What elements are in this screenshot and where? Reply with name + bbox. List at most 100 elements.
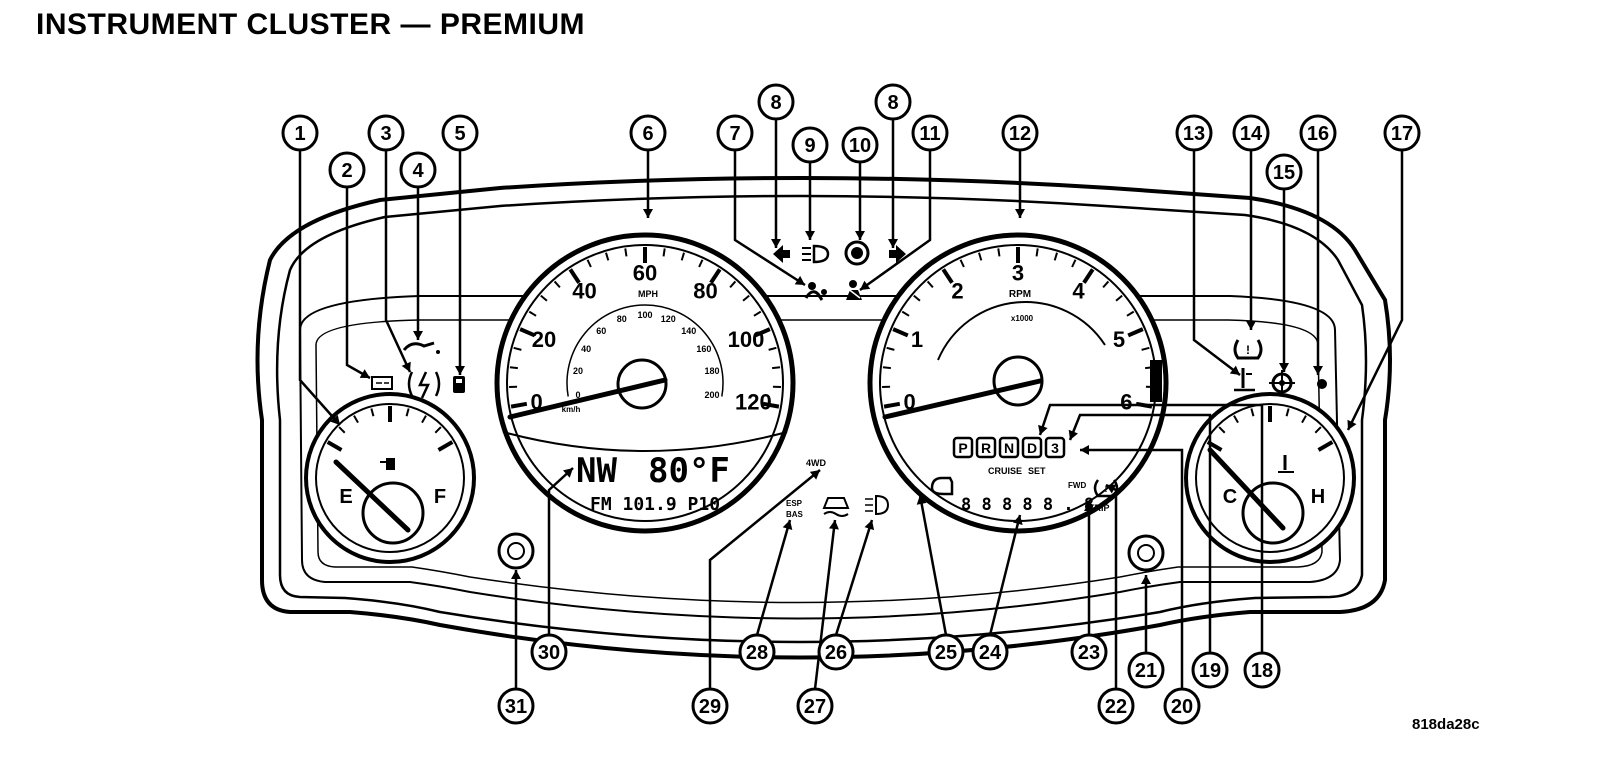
callout-2: 2: [328, 151, 366, 189]
speedometer-tick: [754, 327, 771, 338]
trip-indicator: TRIP: [1089, 503, 1110, 513]
callout-arrowhead: [1279, 363, 1289, 372]
callout-leaders: [298, 119, 1404, 690]
callout-arrowhead: [864, 520, 875, 531]
speedometer-label: 100: [728, 327, 765, 352]
speedometer-inner-label: 80: [617, 314, 627, 324]
callout-number: 29: [699, 696, 721, 718]
callout-number: 13: [1183, 123, 1205, 145]
tachometer-tick: [997, 248, 1001, 257]
callout-leader: [1038, 403, 1264, 653]
callout-number: 14: [1240, 123, 1263, 145]
speedometer-inner-label: 200: [704, 390, 719, 400]
callout-17: 17: [1383, 114, 1421, 152]
fuel-gauge-tick: [434, 426, 442, 434]
speedometer-tick: [624, 248, 628, 257]
callout-leader: [859, 150, 932, 292]
callout-26: 26: [817, 633, 855, 671]
callout-number: 26: [825, 642, 847, 664]
callout-31: 31: [497, 687, 535, 725]
callout-arrowhead: [1141, 575, 1151, 584]
callout-leader: [298, 150, 341, 426]
speedometer-tick: [553, 280, 561, 289]
brake-system-icon: [844, 240, 870, 266]
tachometer-tick: [959, 259, 965, 268]
callout-arrowhead: [794, 275, 805, 285]
callout-28: 28: [738, 633, 776, 671]
callout-3: 3: [367, 114, 405, 152]
callout-arrowhead: [1313, 366, 1323, 375]
callout-16: 16: [1299, 114, 1337, 152]
callout-arrowhead: [805, 231, 815, 240]
temp-gauge-tick: [1233, 415, 1239, 424]
callout-number: 18: [1251, 660, 1273, 682]
callout-number: 15: [1273, 162, 1295, 184]
callout-leader: [988, 514, 1022, 636]
tachometer-tick: [1126, 310, 1135, 317]
callout-30: 30: [530, 633, 568, 671]
callout-29: 29: [691, 687, 729, 725]
callout-number: 3: [380, 123, 391, 145]
tachometer-label: 5: [1113, 327, 1125, 352]
fuel-gauge-tick: [405, 408, 410, 417]
speedometer-label: 120: [735, 390, 772, 415]
fuel-gauge-tick: [421, 415, 427, 424]
bas-indicator: BAS: [786, 510, 804, 519]
speedometer-inner-label: 160: [696, 344, 711, 354]
speedometer-tick: [680, 252, 685, 261]
callout-number: 24: [979, 642, 1002, 664]
speedometer-tick: [568, 268, 581, 284]
callout-arrowhead: [888, 239, 898, 248]
fuel-gauge-tick: [338, 426, 346, 434]
speedometer-unit: MPH: [638, 289, 658, 299]
speedometer-tick: [772, 366, 781, 370]
callout-7: 7: [716, 114, 754, 152]
speedometer-tick: [698, 259, 704, 268]
callout-arrowhead: [1080, 445, 1089, 455]
tachometer-tick: [913, 294, 921, 302]
fog-lamp-icon: [865, 494, 890, 516]
callout-number: 9: [804, 135, 815, 157]
callout-arrowhead: [860, 280, 871, 290]
callout-arrowhead: [1038, 424, 1048, 435]
callout-4: 4: [399, 151, 437, 189]
callout-number: 5: [454, 123, 465, 145]
tachometer-tick: [941, 268, 954, 284]
gear-box: [1021, 436, 1043, 459]
callout-14: 14: [1232, 114, 1270, 152]
gear-letter: D: [1027, 440, 1037, 456]
fuel-gauge-tick: [353, 415, 359, 424]
callout-arrowhead: [330, 414, 340, 425]
tire-pressure-icon: !: [1233, 339, 1263, 360]
callout-number: 21: [1135, 660, 1157, 682]
fuel-full-label: F: [434, 486, 446, 508]
brake-warning-icon: [407, 371, 441, 399]
speedometer-tick: [513, 346, 522, 351]
fwd-indicator: FWD: [1068, 481, 1086, 490]
callout-arrowhead: [359, 369, 370, 378]
callout-leader: [1105, 483, 1118, 689]
callout-arrowhead: [401, 361, 411, 372]
tachometer-tick: [1115, 294, 1123, 302]
check-engine-icon: [930, 476, 954, 496]
cruise-indicator: CRUISE: [988, 466, 1022, 476]
speedometer-inner-label: 100: [637, 310, 652, 320]
speedometer-tick: [709, 268, 722, 284]
callout-9: 9: [791, 126, 829, 164]
callout-number: 12: [1009, 123, 1031, 145]
tachometer-tick: [892, 327, 909, 338]
fuel-gauge-tick: [437, 440, 454, 452]
fuel-gauge-tick: [370, 408, 375, 417]
tachometer-tick: [1141, 346, 1150, 351]
callout-8: 8: [874, 83, 912, 121]
callout-leader: [1080, 448, 1184, 689]
svg-text:!: !: [1246, 343, 1250, 357]
speedometer-tick: [729, 280, 737, 289]
4wd-indicator: 4WD: [806, 458, 827, 468]
callout-leader: [1346, 150, 1404, 431]
gear-box: [1044, 436, 1066, 459]
